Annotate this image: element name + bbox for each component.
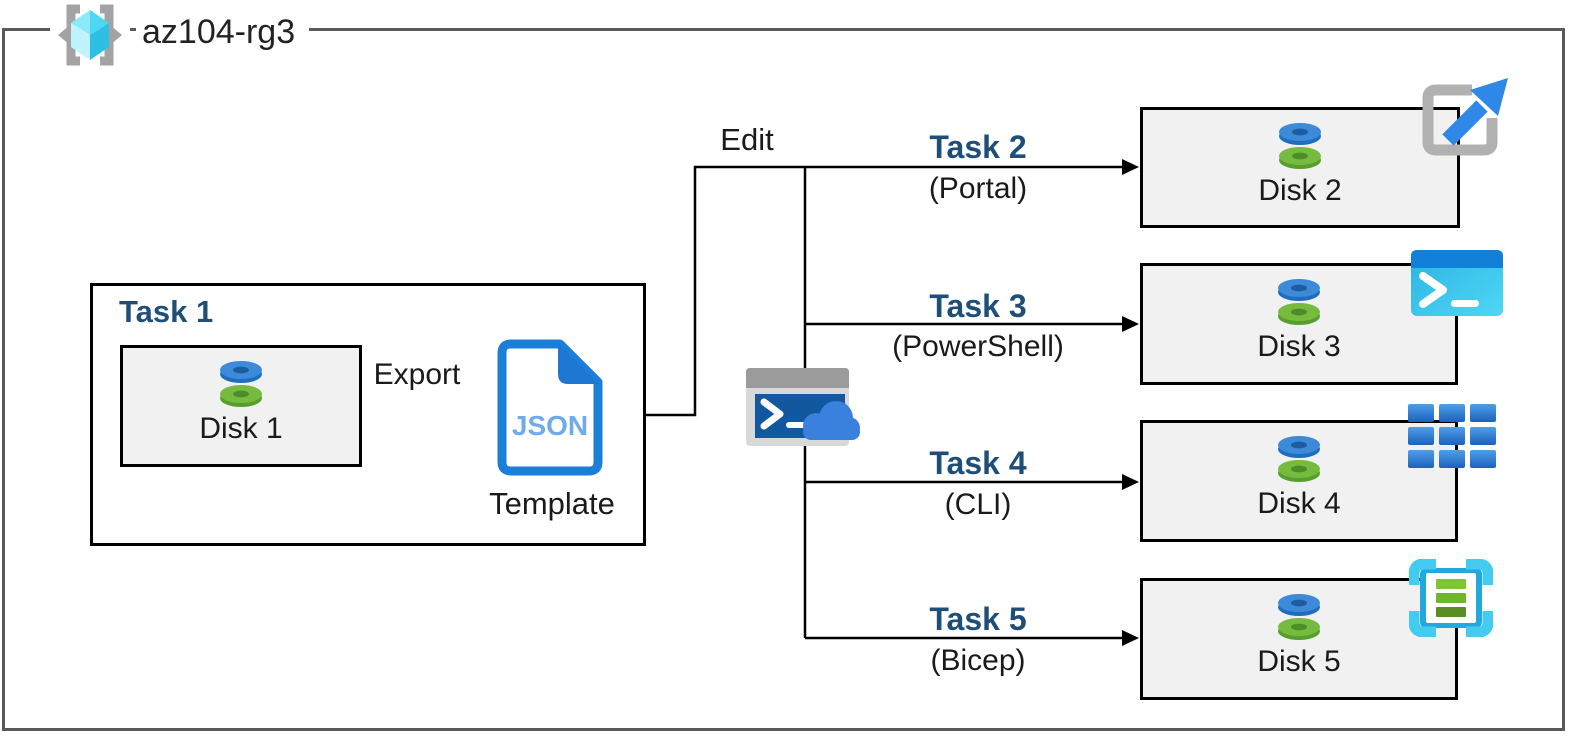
disk4-label: Disk 4	[1257, 487, 1341, 520]
task2-method-label: (Portal)	[928, 172, 1028, 205]
disk-icon	[1271, 591, 1327, 643]
disk5-label: Disk 5	[1257, 645, 1341, 678]
disk4-box: Disk 4	[1140, 420, 1458, 542]
disk3-label: Disk 3	[1257, 330, 1341, 363]
disk-icon	[1272, 120, 1328, 172]
task4-method-label: (CLI)	[944, 488, 1012, 521]
template-label: Template	[489, 486, 615, 521]
task3-label: Task 3	[929, 288, 1027, 324]
bicep-icon	[1409, 559, 1493, 637]
edit-label: Edit	[720, 122, 774, 157]
disk5-box: Disk 5	[1140, 578, 1458, 700]
task5-method-label: (Bicep)	[930, 644, 1026, 677]
json-template-icon: JSON	[494, 338, 610, 478]
disk2-box: Disk 2	[1140, 107, 1460, 228]
disk3-box: Disk 3	[1140, 263, 1458, 385]
task4-label: Task 4	[929, 445, 1027, 481]
task5-label: Task 5	[929, 601, 1027, 637]
disk-icon	[1271, 276, 1327, 328]
export-label: Export	[373, 358, 461, 391]
task2-label: Task 2	[929, 129, 1027, 165]
disk2-label: Disk 2	[1258, 174, 1342, 207]
cli-icon	[1406, 402, 1500, 470]
task3-method-label: (PowerShell)	[892, 330, 1064, 363]
cloud-shell-icon	[744, 362, 868, 450]
json-file-text: JSON	[512, 410, 588, 441]
disk1-label: Disk 1	[199, 412, 283, 445]
resource-group-label: az104-rg3	[136, 10, 310, 54]
resource-group-frame	[2, 28, 1565, 731]
disk-icon	[1271, 433, 1327, 485]
powershell-icon	[1409, 248, 1505, 318]
disk1-box: Disk 1	[120, 345, 362, 467]
resource-group-icon	[50, 2, 130, 68]
task1-title: Task 1	[119, 294, 214, 329]
disk-icon	[213, 358, 269, 410]
azure-portal-icon	[1414, 64, 1514, 160]
